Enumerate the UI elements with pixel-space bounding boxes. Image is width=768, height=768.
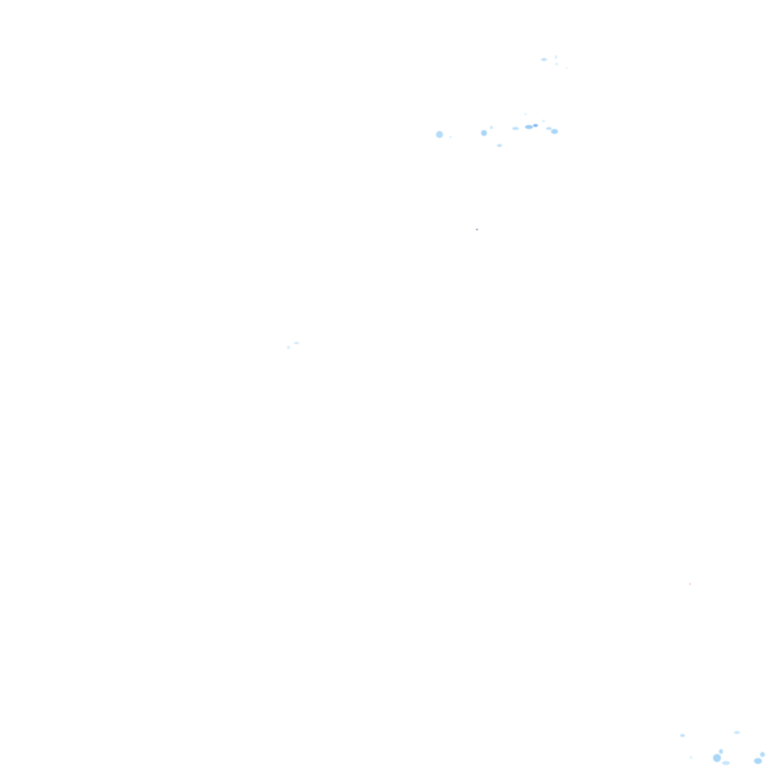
paint-speck: [476, 229, 478, 230]
paint-speck: [760, 752, 765, 757]
paint-speck: [512, 127, 519, 130]
paint-speck: [481, 130, 487, 136]
paint-speck: [719, 749, 723, 754]
paint-speck: [449, 136, 452, 138]
paint-speck: [689, 583, 691, 585]
paint-speck: [566, 67, 568, 69]
paint-speck: [734, 731, 740, 734]
paint-speck: [533, 124, 538, 127]
paint-speck: [524, 113, 527, 115]
paint-speck: [555, 63, 558, 65]
paint-speck: [542, 120, 545, 122]
paint-speck: [680, 734, 685, 737]
paint-speck: [287, 346, 290, 349]
paint-speck: [490, 126, 493, 129]
paint-speck: [497, 144, 502, 147]
paint-speck: [294, 342, 299, 344]
paint-speck: [546, 127, 552, 130]
paint-speck: [551, 129, 558, 134]
paint-speck: [436, 131, 443, 138]
paint-speck: [713, 754, 721, 762]
paint-speck: [541, 58, 547, 61]
paint-speck: [722, 761, 730, 765]
paint-speck: [525, 125, 533, 129]
paint-speck: [555, 55, 557, 59]
paint-speck: [754, 758, 762, 764]
paint-speck: [690, 756, 692, 759]
